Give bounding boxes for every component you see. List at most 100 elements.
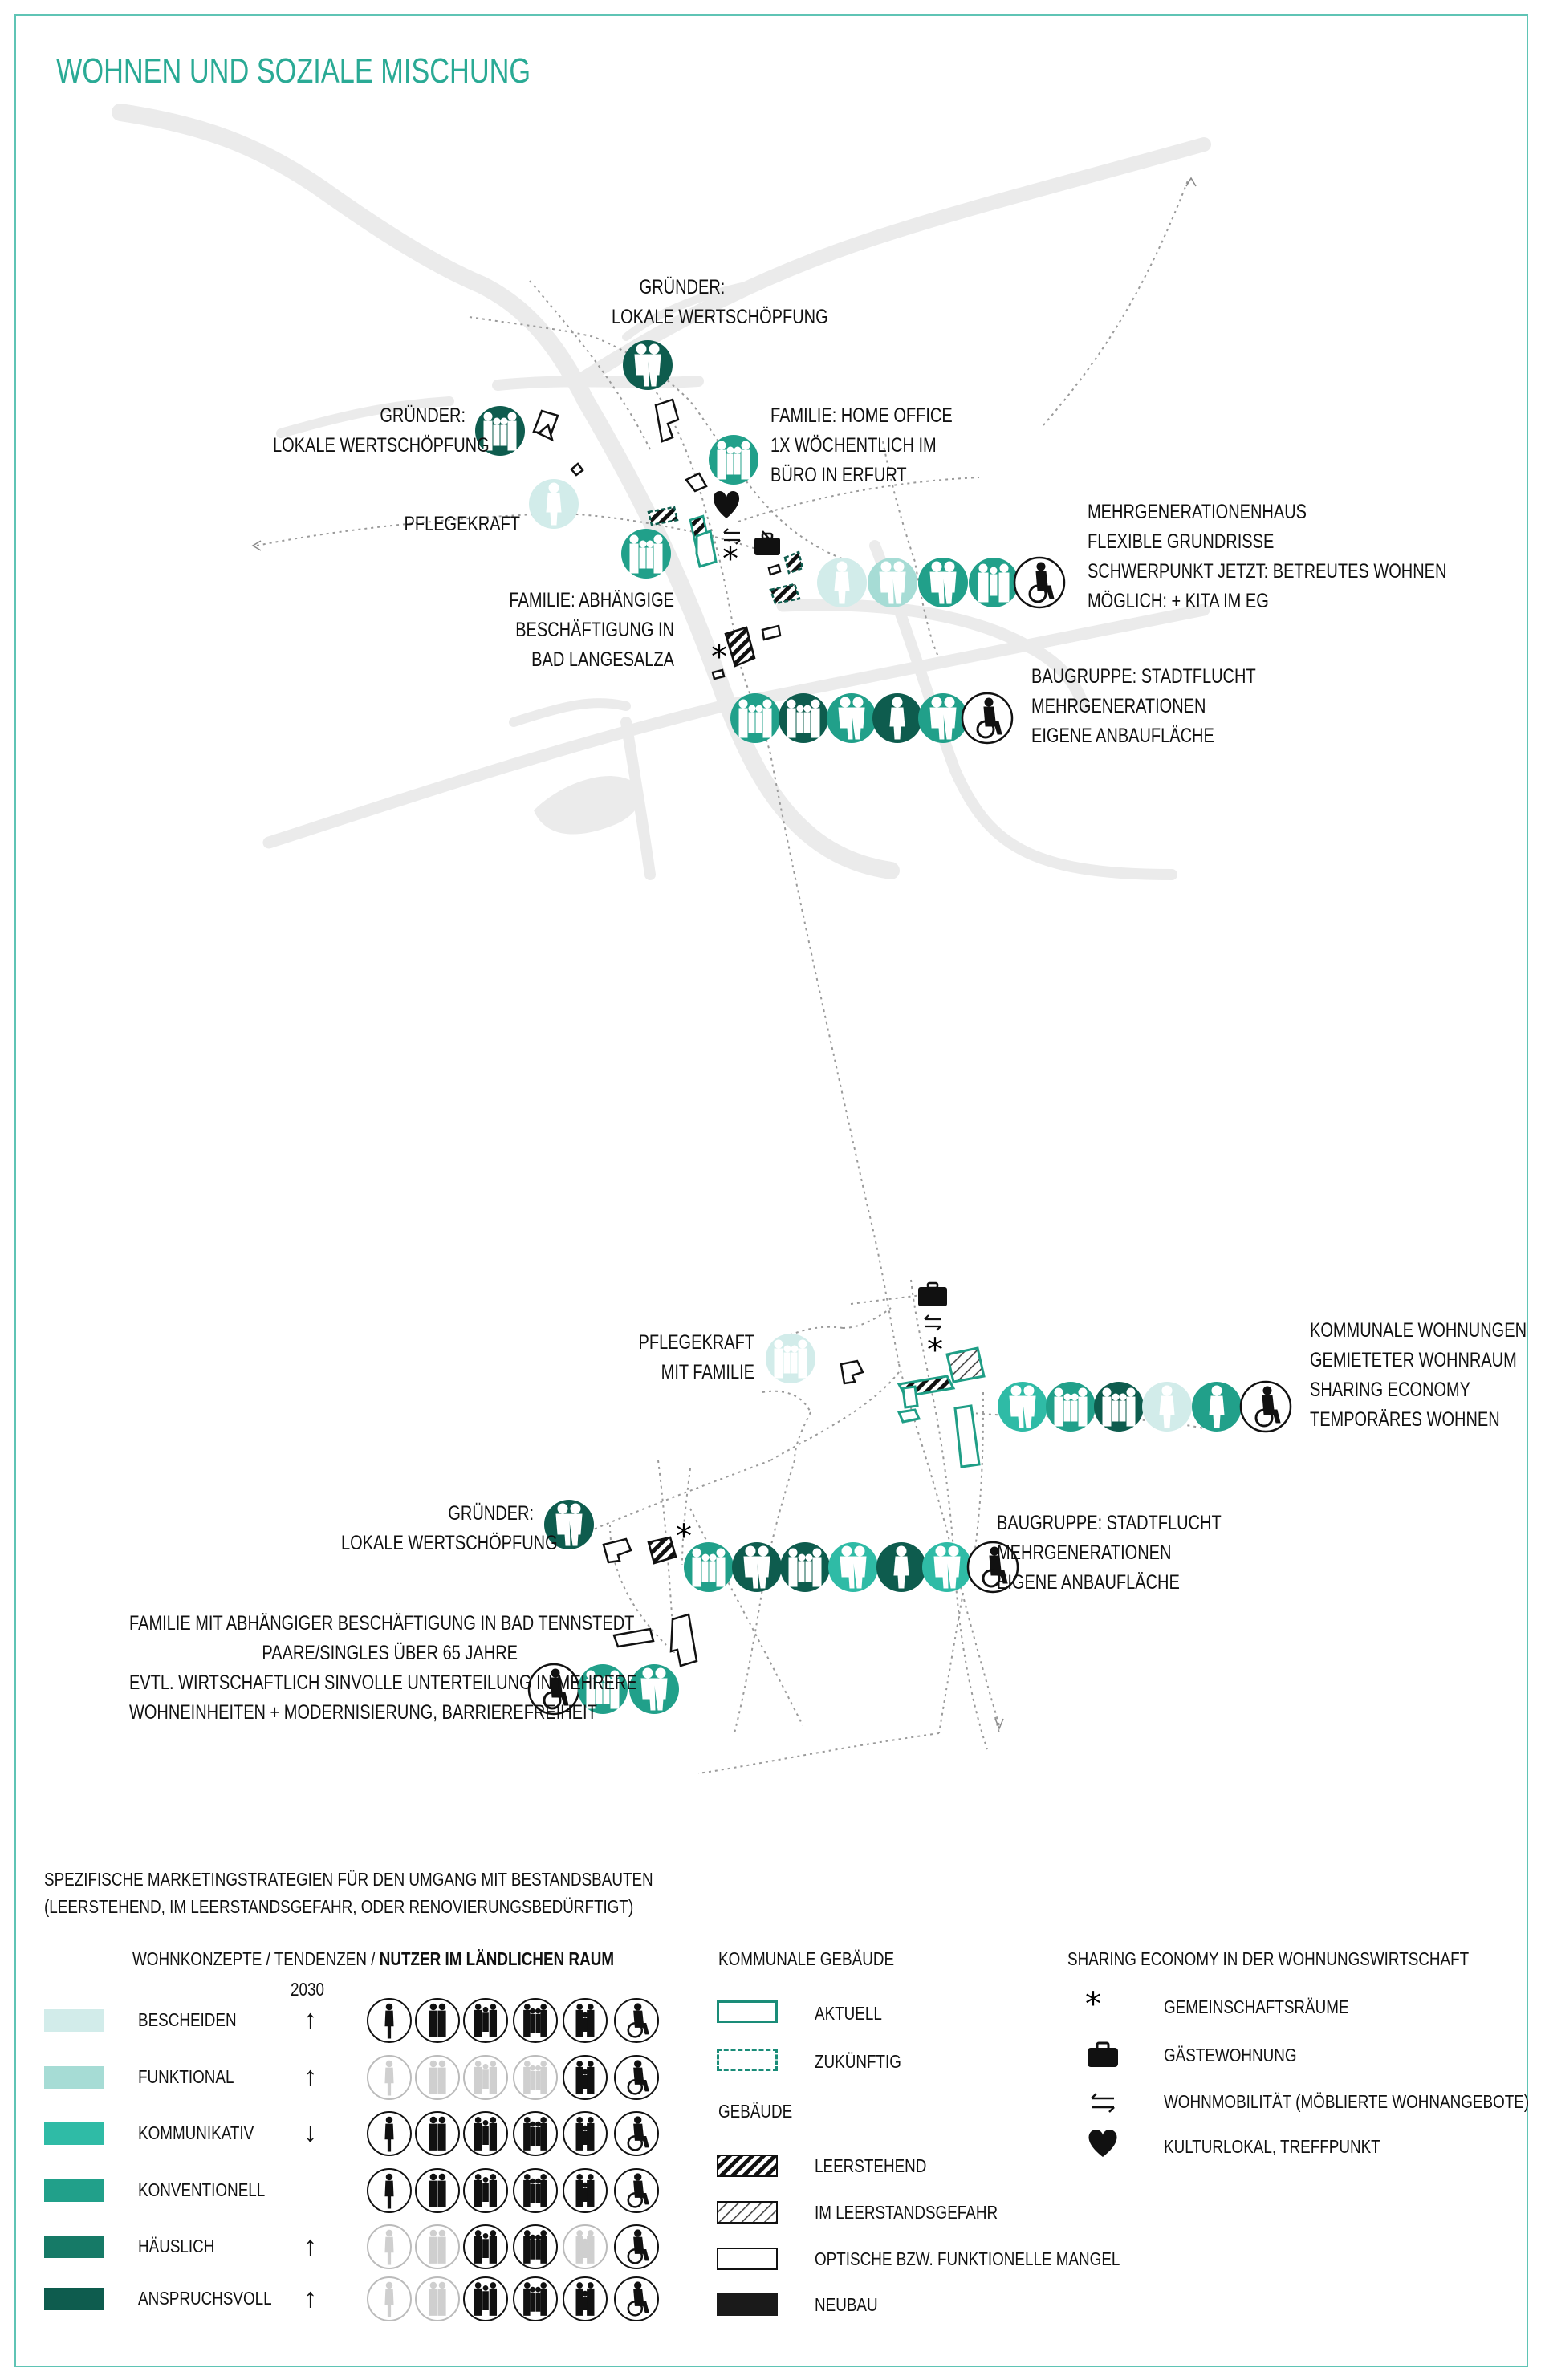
user-circle <box>629 1664 679 1714</box>
legend-user-circle <box>563 1998 608 2043</box>
legend-gebaeude-title: GEBÄUDE <box>718 2101 793 2122</box>
arrow-north-east <box>1185 177 1197 187</box>
swatch-bescheiden <box>44 2009 104 2032</box>
legend-user-circle <box>614 2276 659 2321</box>
legend-user-circle <box>463 1998 508 2043</box>
user-circles <box>475 340 1292 1716</box>
user-circle <box>922 1542 972 1592</box>
legend-concept-label: KONVENTIONELL <box>138 2179 266 2200</box>
legend-leerstehend: LEERSTEHEND <box>815 2155 927 2176</box>
legend-user-circle <box>415 2168 460 2213</box>
map-swap-arrows-icon <box>924 1314 941 1331</box>
user-circle <box>475 406 525 456</box>
swatch-neubau <box>717 2293 778 2316</box>
legend-leerstandsgefahr: IM LEERSTANDSGEFAHR <box>815 2202 998 2223</box>
map-asterisk-icon: * <box>711 639 727 676</box>
legend-user-circle <box>415 2276 460 2321</box>
map-suitcase-icon <box>918 1281 947 1306</box>
legend-concept-label: FUNKTIONAL <box>138 2066 234 2087</box>
user-circle <box>1094 1382 1144 1432</box>
label-gruender-bottom: GRÜNDER:LOKALE WERTSCHÖPFUNG <box>341 1502 558 1554</box>
legend-user-circle <box>614 2168 659 2213</box>
legend-user-circle <box>415 1998 460 2043</box>
swatch-konventionell <box>44 2179 104 2202</box>
legend-user-circle <box>513 1998 558 2043</box>
user-circle <box>817 558 867 607</box>
user-circle <box>918 558 968 607</box>
label-gruender-top: GRÜNDER:LOKALE WERTSCHÖPFUNG <box>612 276 828 328</box>
legend-mangel: OPTISCHE BZW. FUNKTIONELLE MANGEL <box>815 2248 1120 2269</box>
legend-user-circle <box>367 2224 412 2269</box>
legend-user-circle <box>463 2055 508 2100</box>
legend-concept-label: BESCHEIDEN <box>138 2009 237 2030</box>
legend-user-circle <box>367 1998 412 2043</box>
legend-kulturlokal: KULTURLOKAL, TREFFPUNKT <box>1164 2136 1380 2157</box>
user-circle <box>918 693 968 743</box>
legend-user-circle <box>415 2224 460 2269</box>
legend-kommunale-aktuell: AKTUELL <box>815 2003 882 2024</box>
swatch-leerstehend <box>717 2155 778 2177</box>
legend-wohnmobilitaet: WOHNMOBILITÄT (MÖBLIERTE WOHNANGEBOTE) <box>1164 2091 1530 2112</box>
label-familie-tennstedt: FAMILIE MIT ABHÄNGIGER BESCHÄFTIGUNG IN … <box>129 1612 637 1724</box>
legend-header-concepts: WOHNKONZEPTE / TENDENZEN / NUTZER IM LÄN… <box>132 1948 614 1970</box>
user-circle <box>1013 556 1066 609</box>
map-asterisk-icon: * <box>676 1518 692 1555</box>
legend-user-circle <box>367 2055 412 2100</box>
legend-user-circle <box>367 2276 412 2321</box>
legend-trend-arrow: ↑ <box>303 2231 317 2261</box>
arrow-west <box>251 540 262 551</box>
legend-sharing-title: SHARING ECONOMY IN DER WOHNUNGSWIRTSCHAF… <box>1067 1948 1470 1969</box>
swatch-funktional <box>44 2066 104 2089</box>
swatch-leerstandsgefahr <box>717 2201 778 2224</box>
map-swap-arrows-icon <box>723 528 741 545</box>
legend-trend-arrow: ↓ <box>303 2118 317 2148</box>
swatch-anspruchsvoll <box>44 2288 104 2310</box>
arrow-south <box>994 1718 1004 1730</box>
legend-concept-label: HÄUSLICH <box>138 2236 215 2256</box>
user-circle <box>1142 1382 1192 1432</box>
buildings-lower <box>602 1346 986 1667</box>
swatch-mangel <box>717 2248 778 2270</box>
legend-user-circle <box>463 2276 508 2321</box>
legend-user-circle <box>463 2168 508 2213</box>
swatch-aktuell <box>717 2000 778 2023</box>
user-circle <box>684 1542 734 1592</box>
legend-trend-arrow: ↑ <box>303 2061 317 2092</box>
legend-user-grid <box>367 1998 659 2321</box>
user-circle <box>544 1500 594 1549</box>
legend-user-circle <box>415 2055 460 2100</box>
user-circle <box>872 693 922 743</box>
user-circle <box>621 529 671 579</box>
user-circle <box>709 435 758 485</box>
legend-user-circle <box>563 2276 608 2321</box>
user-circle <box>1192 1382 1242 1432</box>
user-circle <box>868 558 917 607</box>
legend-user-circle <box>463 2111 508 2156</box>
legend-neubau: NEUBAU <box>815 2294 878 2315</box>
legend-user-circle <box>513 2224 558 2269</box>
user-circle <box>969 558 1019 607</box>
legend-gaestewohnung: GÄSTEWOHNUNG <box>1164 2045 1297 2065</box>
legend-user-circle <box>614 2055 659 2100</box>
user-circle <box>529 479 579 529</box>
lake-shape <box>534 776 641 835</box>
legend-user-circle <box>563 2168 608 2213</box>
map-suitcase-icon <box>754 532 780 555</box>
user-circle <box>578 1664 628 1714</box>
legend-kommunale-title: KOMMUNALE GEBÄUDE <box>718 1948 895 1969</box>
user-circle <box>779 693 828 743</box>
legend-kommunale-zukuenftig: ZUKÜNFTIG <box>815 2051 901 2072</box>
asterisk-icon: * <box>1085 1986 1101 2023</box>
map-asterisk-icon: * <box>722 541 738 578</box>
heart-icon <box>1088 2130 1117 2157</box>
user-circle <box>1239 1380 1292 1433</box>
label-gruender-left: GRÜNDER:LOKALE WERTSCHÖPFUNG <box>273 404 490 457</box>
user-circle <box>732 1542 782 1592</box>
user-circle <box>827 693 876 743</box>
